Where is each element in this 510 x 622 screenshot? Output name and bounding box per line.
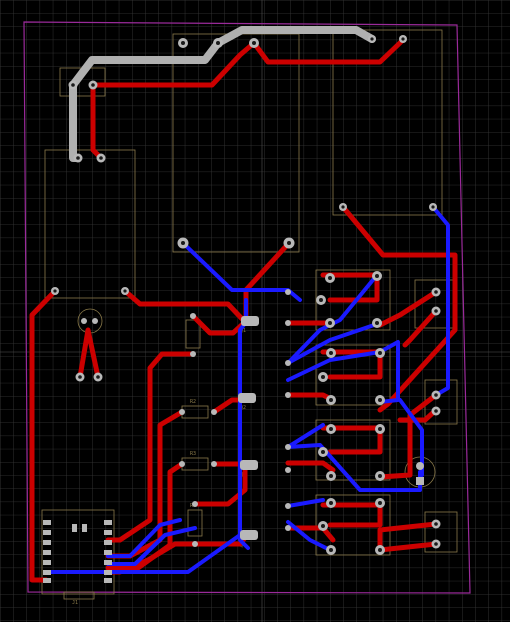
label-q4: Q4: [240, 543, 246, 549]
label-r2: R2: [190, 399, 196, 405]
pad: [43, 530, 51, 535]
trace-bot-2: [238, 298, 250, 550]
regulator-pads: [51, 287, 129, 382]
diode-pads: [285, 289, 291, 531]
pads-layer[interactable]: [43, 35, 441, 583]
pad: [43, 578, 51, 583]
trace-top-11: [192, 462, 248, 507]
trace-top-22: [320, 425, 383, 455]
pad: [104, 540, 112, 545]
pad: [192, 501, 198, 507]
transistor-q2: [238, 393, 256, 403]
label-r3: R3: [190, 451, 196, 457]
label-q1: Q1: [240, 328, 246, 334]
pad: [285, 392, 291, 398]
trace-bot-14: [106, 526, 197, 566]
trace-top-23: [320, 502, 383, 528]
transistor-q4: [240, 530, 258, 540]
pad: [72, 524, 77, 532]
trace-top-6: [340, 204, 458, 413]
trace-bot-11: [398, 398, 424, 477]
regulator-footprint: [44, 149, 136, 299]
pad: [104, 570, 112, 575]
transistor-q1: [241, 316, 259, 326]
relay-pads: [177, 38, 295, 249]
label-q2: Q2: [240, 405, 246, 411]
pad: [190, 313, 196, 319]
header-pads: [68, 80, 106, 163]
pad: [211, 461, 217, 467]
board-outline[interactable]: [23, 21, 471, 594]
terminal-footprint-3: [424, 511, 458, 553]
pad: [92, 318, 98, 324]
trace-bot-3: [431, 205, 450, 397]
pad: [81, 318, 87, 324]
pad: [285, 320, 291, 326]
pad: [104, 520, 112, 525]
terminal-pads: [416, 287, 441, 549]
pad: [416, 462, 424, 470]
mcu-tab: [63, 591, 95, 600]
trace-top-7: [190, 313, 248, 336]
pad: [43, 570, 51, 575]
pad: [43, 520, 51, 525]
switch-footprint-4: [315, 494, 391, 556]
resistor-pads: [179, 313, 217, 547]
trace-top-3: [29, 288, 58, 583]
pad: [179, 461, 185, 467]
pad: [179, 409, 185, 415]
trace-top-29: [377, 541, 439, 553]
pad: [285, 289, 291, 295]
pad: [285, 444, 291, 450]
pad: [285, 360, 291, 366]
pad: [192, 541, 198, 547]
trace-bot-12: [44, 533, 242, 574]
trace-bot-9: [286, 498, 325, 508]
switch-pads: [316, 271, 385, 555]
trace-top-18: [285, 460, 336, 473]
pad: [211, 409, 217, 415]
pad: [104, 578, 112, 583]
trace-bot-5: [286, 321, 382, 365]
trace-bot-1: [181, 241, 302, 302]
pad: [43, 550, 51, 555]
resistor-footprint-r4: [187, 509, 203, 537]
transistor-q3: [240, 460, 258, 470]
pad: [104, 530, 112, 535]
pad: [43, 540, 51, 545]
resistor-footprint-r1: [185, 319, 201, 349]
pad: [190, 351, 196, 357]
connector-pads: [339, 35, 437, 211]
transistor-pads: [238, 316, 259, 540]
trace-bot-6: [286, 340, 400, 404]
pad: [104, 560, 112, 565]
mcu-footprint: [41, 509, 115, 595]
pad: [285, 525, 291, 531]
trace-top-20: [320, 272, 380, 303]
trace-top-8: [105, 351, 196, 543]
trace-top-25: [402, 308, 439, 348]
trace-top-4: [122, 288, 248, 325]
trace-top-30: [77, 327, 101, 380]
connector-block-footprint: [332, 29, 443, 216]
trace-bot-7: [286, 423, 325, 449]
trace-top-24: [377, 289, 439, 328]
bottom-copper-traces[interactable]: [44, 205, 450, 574]
trace-top-28: [377, 521, 439, 553]
label-j1: J1: [72, 600, 78, 606]
mcu-pads: [43, 520, 112, 583]
trace-top-26: [377, 392, 439, 480]
pad: [416, 477, 424, 485]
pad: [285, 503, 291, 509]
pad: [104, 550, 112, 555]
pad: [43, 560, 51, 565]
trace-bot-10: [286, 520, 332, 552]
trace-bot-13: [106, 518, 182, 558]
pad: [82, 524, 87, 532]
trace-top-21: [320, 349, 383, 380]
pad: [285, 467, 291, 473]
switch-footprint-2: [315, 344, 391, 406]
